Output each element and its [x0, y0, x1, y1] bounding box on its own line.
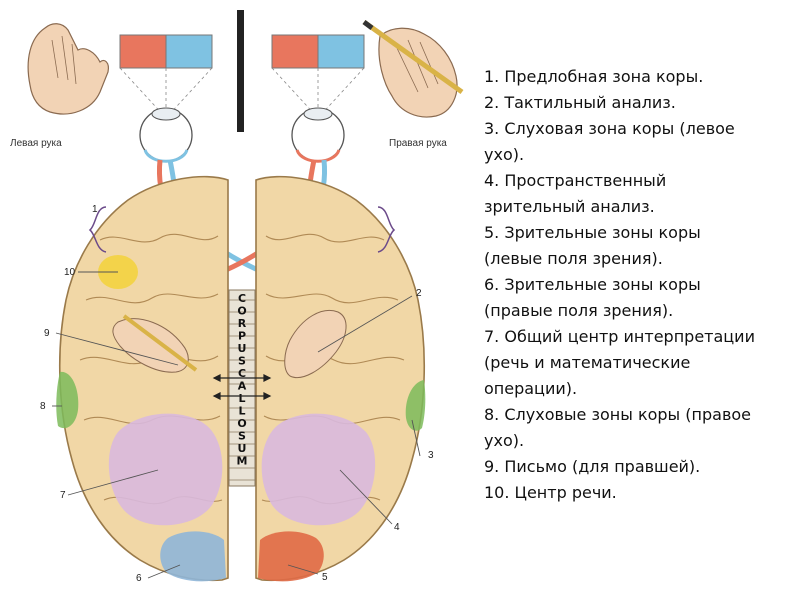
- callosum-letter: M: [237, 455, 248, 468]
- callosum-letter: A: [238, 380, 247, 393]
- callout-numbers: 1 2 3 4 5 6 7 8 9 10: [40, 204, 434, 584]
- right-visual-field: [271, 34, 365, 69]
- legend-list: 1. Предлобная зона коры. 2. Тактильный ан…: [484, 64, 794, 506]
- callout-number-9: 9: [44, 328, 50, 339]
- legend-line: (левые поля зрения).: [484, 249, 663, 268]
- interpretation-zone-left: [108, 413, 223, 526]
- legend-line: 1. Предлобная зона коры.: [484, 67, 704, 86]
- callout-number-5: 5: [322, 572, 328, 583]
- visual-cortex-left-zone: [160, 531, 226, 582]
- callout-number-8: 8: [40, 401, 46, 412]
- callout-number-6: 6: [136, 573, 142, 584]
- left-visual-field: [119, 34, 213, 69]
- central-divider: [237, 10, 244, 132]
- callosum-letter: L: [238, 405, 245, 418]
- legend-line: 7. Общий центр интерпретации: [484, 327, 755, 346]
- left-hand-label: Левая рука: [10, 138, 62, 149]
- callosum-letter: O: [237, 305, 246, 318]
- leader-lines: [52, 271, 421, 579]
- legend-line: операции).: [484, 379, 578, 398]
- callosum-letter: L: [238, 392, 245, 405]
- legend-line: ухо).: [484, 145, 525, 164]
- legend-line: 6. Зрительные зоны коры: [484, 275, 701, 294]
- auditory-zone-right: [405, 380, 426, 431]
- callosum-letter: U: [238, 342, 247, 355]
- callosum-letter: S: [238, 430, 246, 443]
- callout-number-4: 4: [394, 522, 400, 533]
- bracket-left: [88, 206, 107, 253]
- callosum-letter: U: [238, 442, 247, 455]
- brain-left-hand-writing: [112, 314, 198, 373]
- legend-line: 3. Слуховая зона коры (левое: [484, 119, 735, 138]
- right-hand-label: Правая рука: [389, 138, 447, 149]
- legend-line: 5. Зрительные зоны коры: [484, 223, 701, 242]
- right-eye: [291, 107, 345, 163]
- legend-line: (правые поля зрения).: [484, 301, 674, 320]
- brain-right-hand-touch: [284, 310, 347, 378]
- visual-cortex-right-zone: [258, 531, 324, 582]
- callout-number-1: 1: [92, 204, 98, 215]
- callout-number-7: 7: [60, 490, 66, 501]
- callosum-letter: C: [238, 367, 246, 380]
- left-hand-illustration: [27, 23, 109, 115]
- callosum-letter: R: [238, 317, 247, 330]
- callosum-letter: P: [238, 330, 246, 343]
- callout-number-2: 2: [416, 288, 422, 299]
- left-eye: [139, 107, 193, 163]
- legend-line: зрительный анализ.: [484, 197, 655, 216]
- legend-line: 4. Пространственный: [484, 171, 667, 190]
- legend-line: 10. Центр речи.: [484, 483, 617, 502]
- callosum-arrows: [212, 374, 272, 400]
- legend-line: ухо).: [484, 431, 525, 450]
- legend-line: 9. Письмо (для правшей).: [484, 457, 701, 476]
- auditory-zone-left: [56, 371, 79, 429]
- callosum-letter: C: [238, 292, 246, 305]
- legend-line: 2. Тактильный анализ.: [484, 93, 676, 112]
- callosum-letter: S: [238, 355, 246, 368]
- bracket-right: [377, 206, 396, 253]
- callout-number-10: 10: [64, 267, 76, 278]
- interpretation-zone-right: [261, 413, 376, 526]
- corpus-callosum: [228, 289, 256, 487]
- legend-line: 8. Слуховые зоны коры (правое: [484, 405, 751, 424]
- right-hand-illustration: [362, 19, 464, 118]
- legend-line: (речь и математические: [484, 353, 691, 372]
- callosum-letter: O: [237, 417, 246, 430]
- callout-number-3: 3: [428, 450, 434, 461]
